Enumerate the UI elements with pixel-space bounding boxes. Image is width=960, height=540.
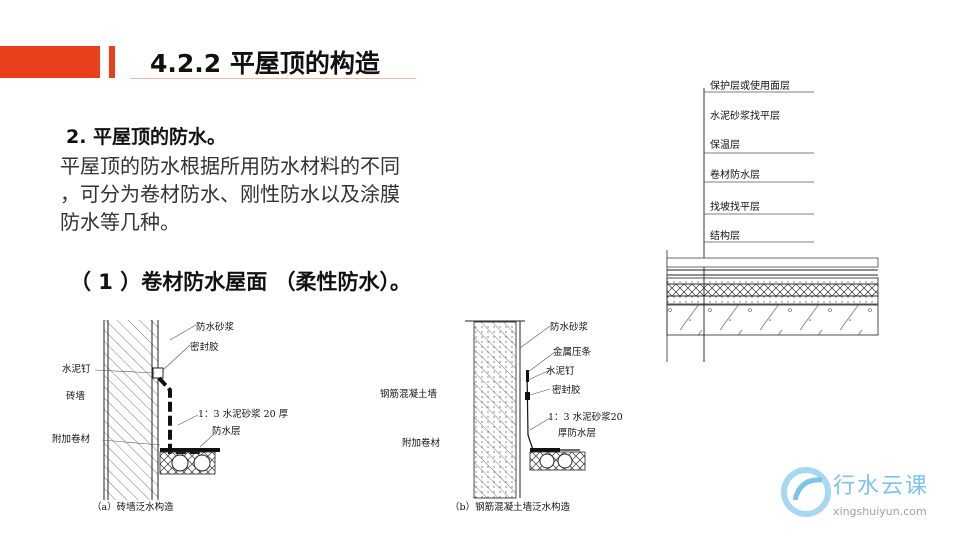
body-line: ，可分为卷材防水、刚性防水以及涂膜 [60,182,400,206]
figure-b-concrete-wall-flashing: 防水砂浆 金属压条 水泥钉 钢筋混凝土墙 密封胶 1：3 水泥砂浆20 厚防水层… [380,320,623,513]
item-heading: （ 1 ）卷材防水屋面 （柔性防水）。 [70,270,412,294]
figure-b-label: 厚防水层 [558,427,596,439]
figure-a-label: 水泥钉 [62,363,91,375]
figure-a-label: 密封胶 [190,341,219,353]
figure-b-label: 金属压条 [553,346,592,358]
layer-label: 保护层或使用面层 [710,79,790,92]
logo-name: 行水云课 [833,474,930,499]
figure-a-label: 防水层 [212,425,241,437]
body-line: 平屋顶的防水根据所用防水材料的不同 [60,154,400,178]
logo-wave-icon [781,467,831,517]
logo-url: xingshuiyun.com [833,505,927,518]
figure-b-label: 密封胶 [552,384,581,396]
roof-layers-diagram: 保护层或使用面层 水泥砂浆找平层 保温层 卷材防水层 找坡找平层 结构层 [666,79,879,362]
figure-a-brick-wall-flashing: 防水砂浆 密封胶 水泥钉 砖墙 1：3 水泥砂浆 20 厚 防水层 附加卷材 （… [52,320,289,513]
title-underline [130,78,416,79]
page-title: 4.2.2 平屋顶的构造 [150,49,380,78]
figure-b-label: 附加卷材 [402,437,441,449]
layer-label: 结构层 [710,229,740,242]
layer-label: 找坡找平层 [710,200,760,213]
header-accent-bar [0,46,100,78]
layer-label: 水泥砂浆找平层 [710,109,780,122]
figure-b-label: 钢筋混凝土墙 [380,388,438,400]
figure-b-label: 1：3 水泥砂浆20 [548,411,623,423]
figure-b-label: 防水砂浆 [550,321,589,333]
figure-a-label: 砖墙 [66,390,86,402]
figure-a-label: 1：3 水泥砂浆 20 厚 [198,408,289,420]
figure-b-label: 水泥钉 [546,365,575,377]
section-subtitle: 2. 平屋顶的防水。 [66,126,227,148]
figure-a-label: 防水砂浆 [196,321,235,333]
figure-b-caption: （b）钢筋混凝土墙泛水构造 [450,501,571,513]
figure-a-label: 附加卷材 [52,433,91,445]
figure-a-caption: （a）砖墙泛水构造 [92,501,174,513]
layer-label: 保温层 [710,138,740,151]
body-line: 防水等几种。 [60,210,180,234]
layer-label: 卷材防水层 [710,168,760,181]
header-accent-stripe [109,46,115,78]
